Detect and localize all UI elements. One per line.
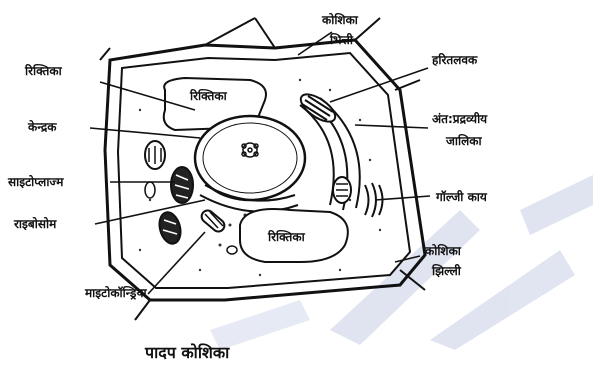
mitochondrion-dark-left xyxy=(171,167,193,203)
label-cell-wall-2: भित्ती xyxy=(329,33,354,47)
label-mitochondria: माइटोकॉन्ड्रिया xyxy=(84,286,147,300)
label-cell-wall-1: कोशिका xyxy=(321,13,359,27)
label-cell-membrane-2: झिल्ली xyxy=(431,264,462,278)
label-cytoplasm: साइटोप्लाज्म xyxy=(7,175,64,189)
small-organelle xyxy=(145,182,155,198)
label-vacuole-bottom: रिक्तिका xyxy=(267,230,306,244)
label-nucleus: केन्द्रक xyxy=(27,120,57,134)
label-golgi: गॉल्जी काय xyxy=(435,190,488,204)
label-er-1: अंत:प्रद्रव्यीय xyxy=(432,112,488,126)
chloroplast-right xyxy=(333,177,351,203)
label-vacuole-left: रिक्तिका xyxy=(24,64,63,78)
diagram-caption: पादप कोशिका xyxy=(144,343,230,362)
label-ribosome: राइबोसोम xyxy=(13,217,57,231)
label-vacuole-top: रिक्तिका xyxy=(189,89,228,103)
mitochondrion xyxy=(199,208,227,234)
chloroplast-left xyxy=(145,141,165,169)
mitochondrion-bottom-left xyxy=(156,210,184,246)
label-er-2: जालिका xyxy=(445,134,482,148)
label-chloroplast: हरितलवक xyxy=(431,53,478,67)
label-cell-membrane-1: कोशिका xyxy=(424,244,462,258)
small-vesicle xyxy=(227,246,237,254)
